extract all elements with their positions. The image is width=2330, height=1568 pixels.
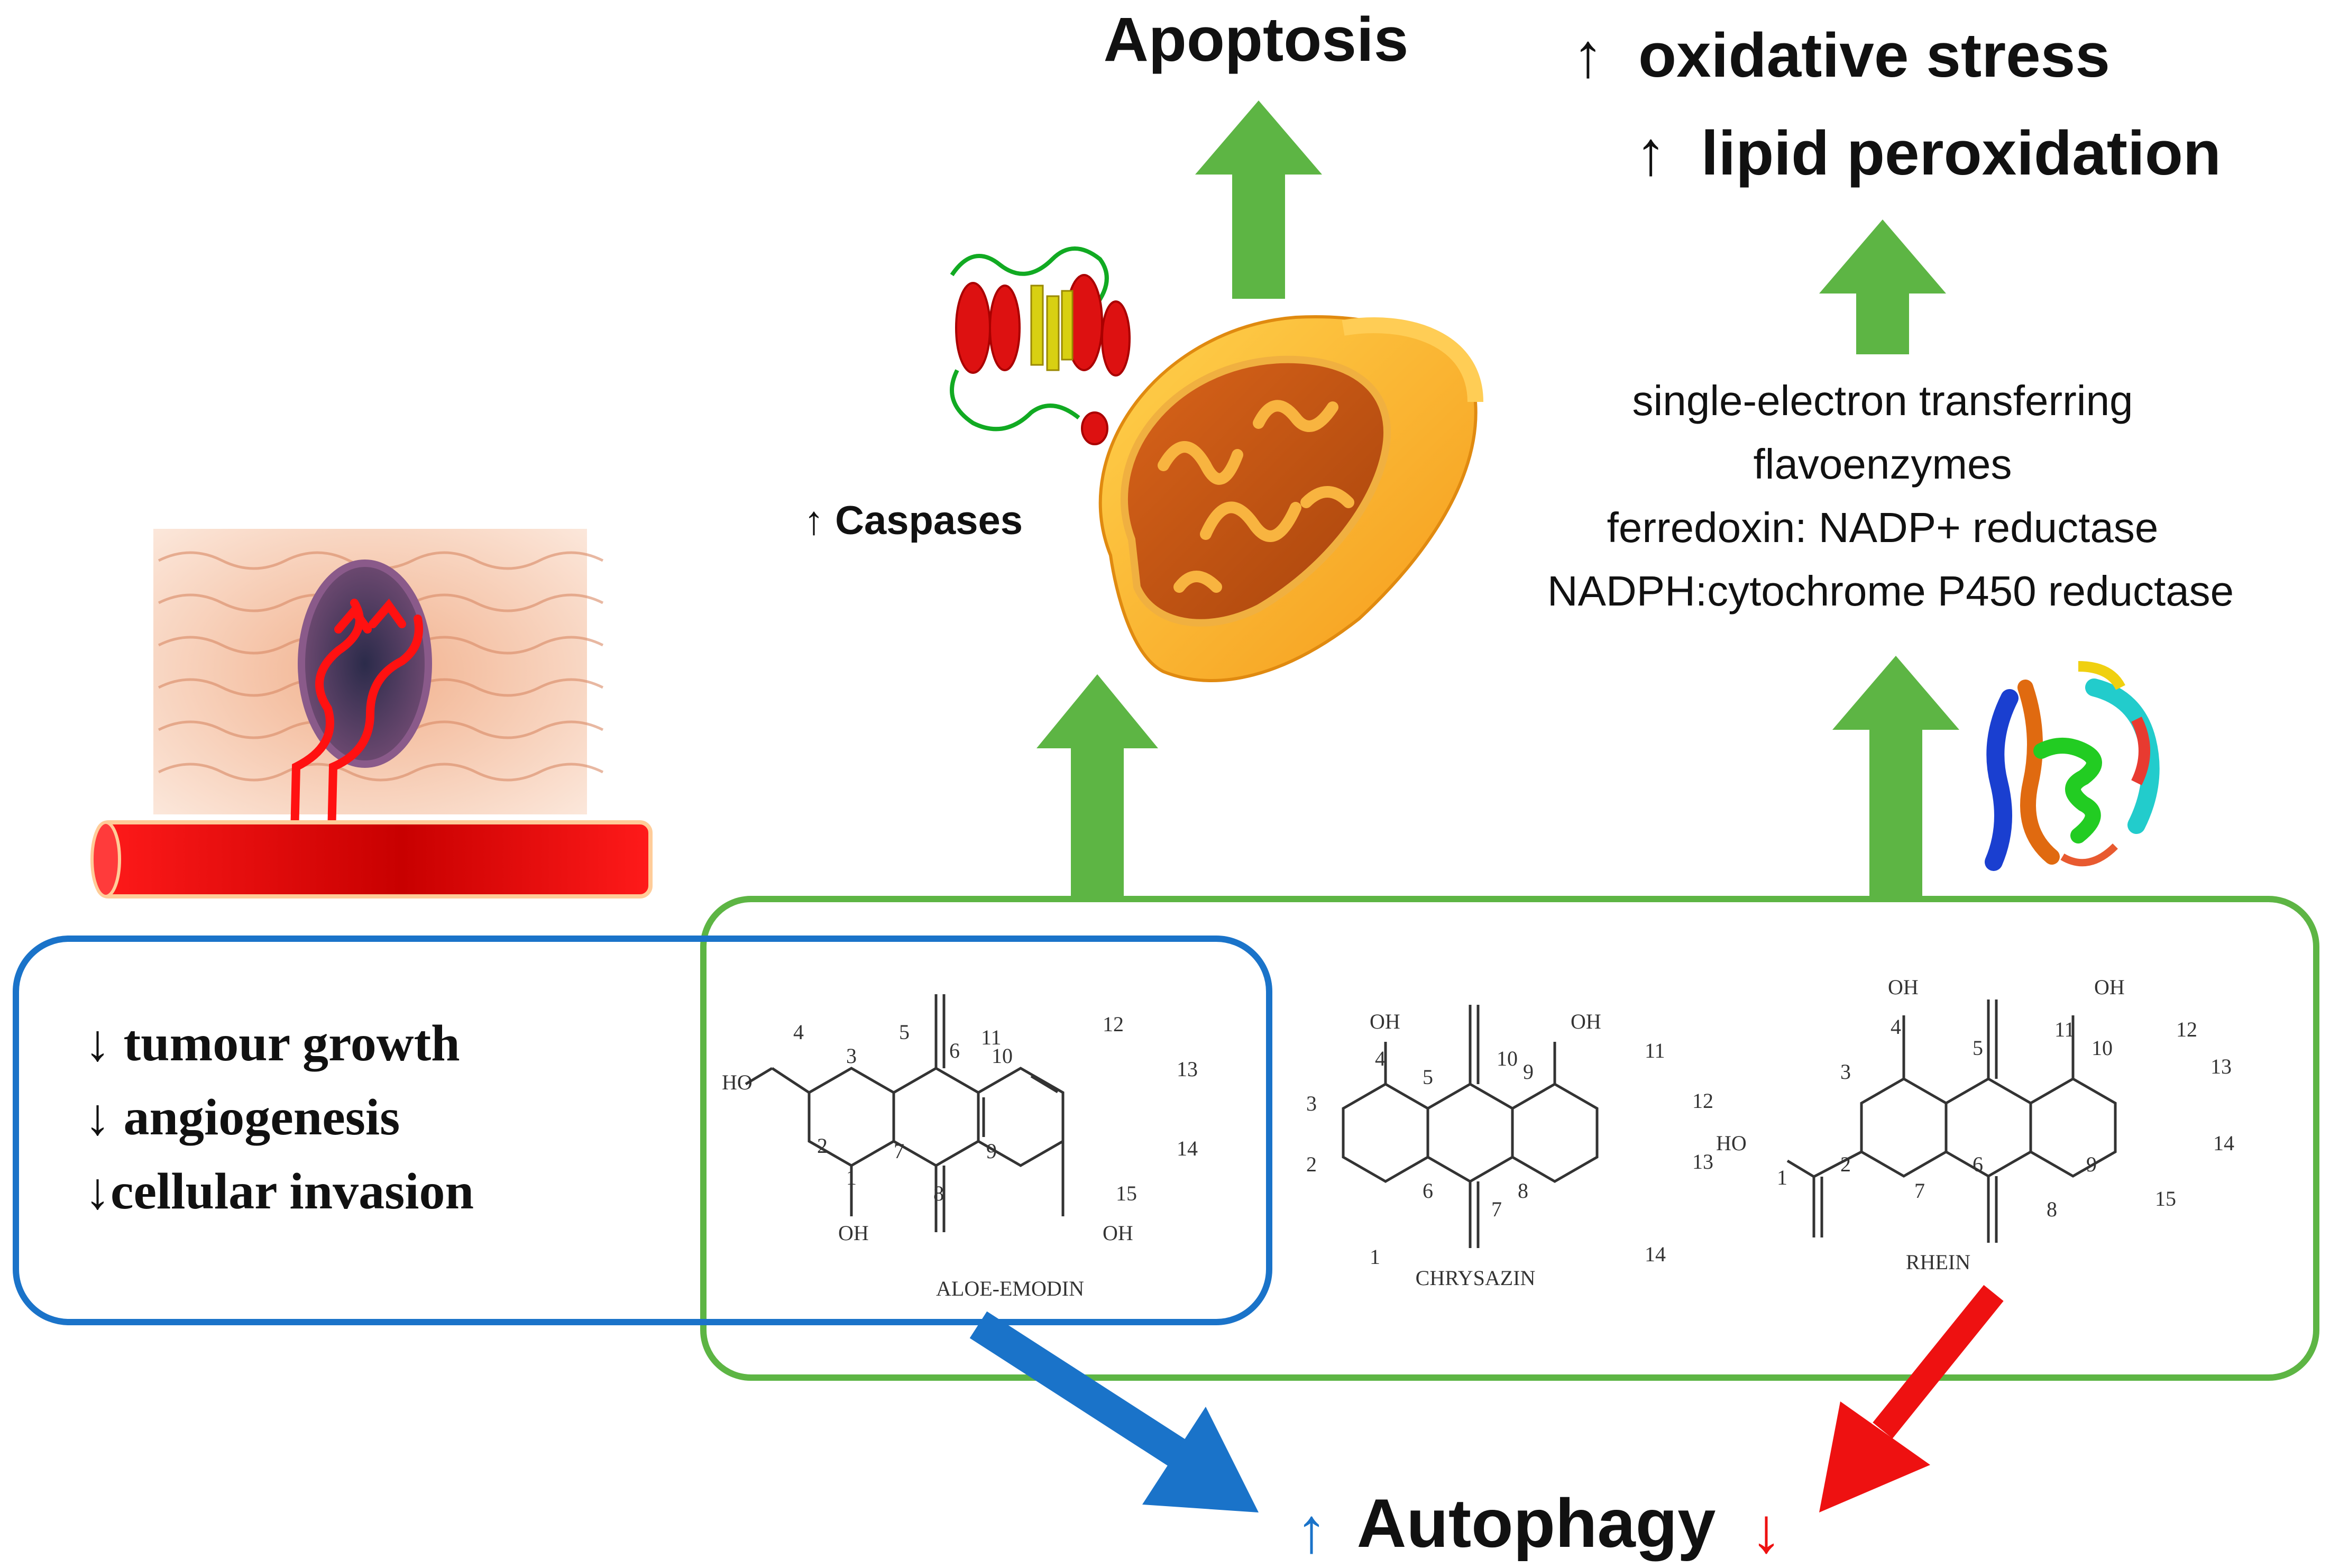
molecule-rhein	[1786, 1000, 2117, 1243]
substituent-label: HO	[1716, 1131, 1747, 1155]
molecule-aloe-emodin	[745, 994, 1065, 1232]
atom-number: 11	[1645, 1039, 1665, 1062]
atom-number: 13	[1692, 1150, 1713, 1173]
effect-cellular-invasion: ↓cellular invasion	[85, 1163, 474, 1220]
atom-number: 9	[2086, 1152, 2097, 1176]
tumor-vessels	[289, 599, 423, 882]
atom-number: 13	[2210, 1054, 2232, 1078]
arrow-to-apoptosis	[1195, 100, 1322, 299]
substituent-label: OH	[1103, 1221, 1133, 1245]
effect-angiogenesis: ↓ angiogenesis	[85, 1089, 400, 1146]
atom-number: 3	[1840, 1060, 1851, 1084]
molecule-name-chrysazin: CHRYSAZIN	[1416, 1266, 1536, 1290]
apoptosis-label: Apoptosis	[1104, 5, 1409, 75]
atom-number: 2	[817, 1134, 828, 1158]
molecule-chrysazin	[1342, 1005, 1599, 1248]
atom-number: 8	[2047, 1197, 2057, 1221]
oxidative-stress-label: ↑ oxidative stress	[1572, 21, 2110, 90]
atom-number: 10	[2092, 1036, 2113, 1060]
substituent-label: OH	[2094, 975, 2125, 999]
atom-number: 11	[2054, 1017, 2075, 1041]
autophagy-down-arrow: ↓	[1750, 1495, 1782, 1566]
atom-number: 9	[1523, 1060, 1534, 1084]
blue-arrow-to-autophagy	[969, 1311, 1259, 1512]
substituent-label: OH	[838, 1221, 869, 1245]
rhein-atoms: OH OH HO 1 2 3 4 5 6 7 8 9 10 11 12 13 1…	[1716, 975, 2234, 1221]
atom-number: 1	[846, 1166, 857, 1189]
caspases-label: ↑ Caspases	[804, 498, 1023, 543]
atom-number: 6	[1423, 1179, 1433, 1203]
atom-number: 6	[949, 1039, 960, 1062]
atom-number: 12	[1692, 1089, 1713, 1113]
atom-number: 12	[1103, 1012, 1124, 1036]
atom-number: 11	[981, 1025, 1002, 1049]
enzyme-line: NADPH:cytochrome P450 reductase	[1547, 567, 2234, 615]
atom-number: 14	[1177, 1136, 1198, 1160]
autophagy-up-arrow: ↑	[1296, 1495, 1327, 1566]
atom-number: 12	[2176, 1017, 2197, 1041]
enzyme-line: ferredoxin: NADP+ reductase	[1607, 504, 2159, 551]
atom-number: 9	[986, 1139, 997, 1163]
autophagy-label: Autophagy	[1357, 1484, 1716, 1562]
arrow-box-to-mitochondrion	[1036, 674, 1158, 899]
atom-number: 14	[1645, 1242, 1666, 1266]
atom-number: 13	[1177, 1057, 1198, 1081]
aloe-emodin-atoms: HO OH OH 1 2 3 4 5 6 7 8 9 10 11 12 13 1…	[722, 1012, 1198, 1245]
substituent-label: OH	[1888, 975, 1919, 999]
lipid-peroxidation-label: ↑ lipid peroxidation	[1635, 118, 2221, 188]
atom-number: 8	[1518, 1179, 1528, 1203]
molecule-name-rhein: RHEIN	[1906, 1250, 1970, 1274]
atom-number: 5	[1423, 1065, 1433, 1089]
atom-number: 4	[1891, 1015, 1901, 1039]
atom-number: 2	[1840, 1152, 1851, 1176]
reductase-protein-structure	[1985, 661, 2160, 871]
effects-list: ↓ tumour growth ↓ angiogenesis ↓cellular…	[85, 1015, 474, 1220]
atom-number: 10	[1497, 1047, 1518, 1070]
substituent-label: HO	[722, 1070, 753, 1094]
atom-number: 2	[1306, 1152, 1317, 1176]
atom-number: 5	[1973, 1036, 1983, 1060]
tumor-tissue-illustration	[90, 529, 653, 898]
atom-number: 3	[846, 1044, 857, 1068]
atom-number: 7	[1491, 1197, 1502, 1221]
atom-number: 6	[1973, 1152, 1983, 1176]
blood-vessel	[96, 820, 653, 898]
atom-number: 3	[1306, 1092, 1317, 1115]
enzyme-line: single-electron transferring	[1632, 377, 2133, 424]
caspase-protein-structure	[950, 246, 1131, 445]
arrow-to-oxidative-stress	[1819, 219, 1946, 354]
atom-number: 1	[1777, 1166, 1787, 1189]
molecule-name-aloe-emodin: ALOE-EMODIN	[936, 1277, 1084, 1300]
enzyme-line: flavoenzymes	[1753, 441, 2012, 488]
red-arrow-to-autophagy	[1819, 1285, 2004, 1512]
effect-tumour-growth: ↓ tumour growth	[85, 1015, 460, 1072]
atom-number: 4	[1375, 1047, 1386, 1070]
atom-number: 15	[2155, 1187, 2176, 1211]
anthraquinones-box	[700, 896, 2319, 1381]
atom-number: 4	[793, 1020, 804, 1044]
atom-number: 14	[2213, 1131, 2234, 1155]
aloe-emodin-effects-box	[13, 936, 1272, 1325]
atom-number: 7	[1914, 1179, 1925, 1203]
mitochondrion-illustration	[1098, 315, 1483, 682]
atom-number: 1	[1370, 1245, 1380, 1269]
atom-number: 8	[933, 1181, 944, 1205]
substituent-label: OH	[1370, 1010, 1400, 1033]
atom-number: 5	[899, 1020, 910, 1044]
arrow-box-to-enzymes	[1832, 656, 1959, 899]
substituent-label: OH	[1571, 1010, 1601, 1033]
atom-number: 7	[894, 1139, 904, 1163]
atom-number: 15	[1116, 1181, 1137, 1205]
enzyme-list: single-electron transferring flavoenzyme…	[1547, 377, 2234, 615]
atom-number: 10	[992, 1044, 1013, 1068]
chrysazin-atoms: OH OH 1 2 3 4 5 6 7 8 9 10 11 12 13 14	[1306, 1010, 1713, 1269]
